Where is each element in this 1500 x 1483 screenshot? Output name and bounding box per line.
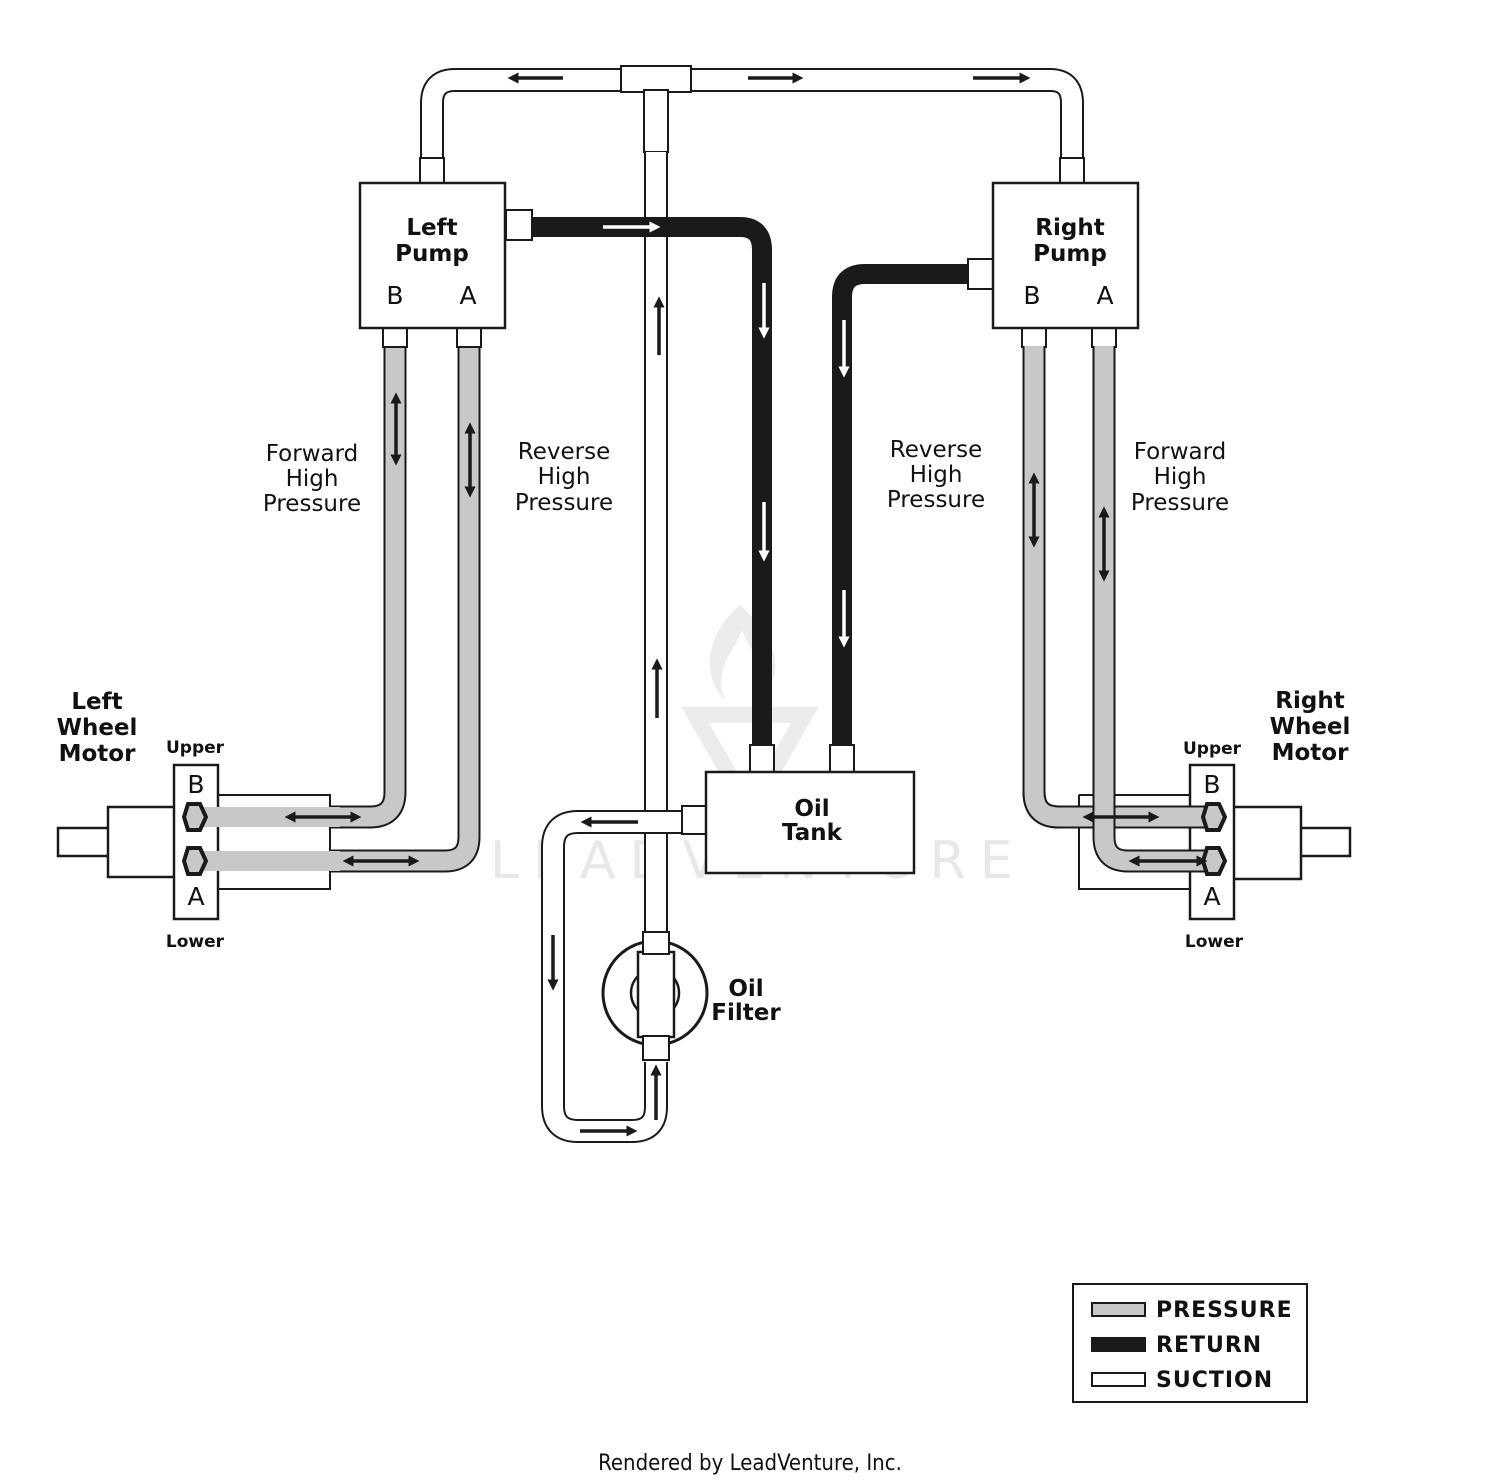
left-motor-upper: Upper	[166, 738, 225, 758]
return-flow-arrows	[603, 221, 850, 648]
right-motor-port-b: B	[1203, 770, 1220, 799]
left-pump-label-2: Pump	[395, 241, 469, 267]
left-forward-label-1: Forward	[266, 441, 359, 467]
right-pump-port-a: A	[1096, 281, 1113, 310]
right-pump: Right Pump B A	[967, 157, 1140, 348]
right-reverse-label-2: High	[910, 462, 963, 488]
legend-swatch-suction	[1091, 1372, 1146, 1387]
left-pump-port-a: A	[459, 281, 476, 310]
oil-tank: Oil Tank	[681, 744, 916, 875]
left-pump-label-1: Left	[406, 215, 457, 241]
legend-swatch-pressure	[1091, 1302, 1146, 1317]
oil-filter-label-1: Oil	[728, 976, 763, 1002]
footer-credit: Rendered by LeadVenture, Inc.	[598, 1451, 902, 1476]
return-lines	[530, 217, 970, 748]
right-reverse-label-1: Reverse	[890, 437, 982, 463]
pressure-lines	[196, 346, 1213, 873]
left-wheel-motor: B A Upper Lower Left Wheel Motor	[57, 689, 340, 952]
left-motor-port-a: A	[187, 882, 204, 911]
right-forward-label-3: Pressure	[1131, 490, 1229, 516]
right-motor-upper: Upper	[1183, 739, 1242, 759]
right-reverse-label-3: Pressure	[887, 487, 985, 513]
oil-tank-label-1: Oil	[794, 796, 829, 822]
right-motor-label-2: Wheel	[1270, 714, 1351, 740]
legend: PRESSURE RETURN SUCTION	[1072, 1283, 1308, 1403]
right-pump-port-b: B	[1023, 281, 1040, 310]
legend-label-suction: SUCTION	[1156, 1368, 1273, 1393]
legend-swatch-return	[1091, 1337, 1146, 1352]
left-forward-label-2: High	[286, 466, 339, 492]
left-pump: Left Pump B A	[358, 157, 533, 348]
right-forward-label-2: High	[1154, 464, 1207, 490]
left-forward-label-3: Pressure	[263, 491, 361, 517]
left-pump-port-b: B	[386, 281, 403, 310]
right-motor-lower: Lower	[1185, 932, 1244, 952]
left-reverse-label-1: Reverse	[518, 439, 610, 465]
left-reverse-label-3: Pressure	[515, 490, 613, 516]
right-pump-label-2: Pump	[1033, 241, 1107, 267]
right-pump-label-1: Right	[1035, 215, 1104, 241]
legend-label-pressure: PRESSURE	[1156, 1298, 1293, 1323]
left-motor-label-1: Left	[71, 689, 122, 715]
right-forward-label-1: Forward	[1134, 439, 1227, 465]
left-motor-lower: Lower	[166, 932, 225, 952]
oil-tank-label-2: Tank	[782, 820, 843, 846]
left-motor-label-2: Wheel	[57, 715, 138, 741]
suction-lines	[420, 65, 1084, 1143]
flow-arrows	[284, 72, 1208, 1137]
oil-filter: Oil Filter	[601, 931, 781, 1061]
right-motor-port-a: A	[1203, 882, 1220, 911]
legend-label-return: RETURN	[1156, 1333, 1262, 1358]
right-wheel-motor: B A Upper Lower Right Wheel Motor	[1022, 346, 1352, 952]
oil-filter-label-2: Filter	[711, 1000, 781, 1026]
right-motor-label-1: Right	[1275, 688, 1344, 714]
right-motor-label-3: Motor	[1272, 740, 1349, 766]
left-reverse-label-2: High	[538, 464, 591, 490]
left-motor-label-3: Motor	[59, 741, 136, 767]
pipe-labels: Forward High Pressure Reverse High Press…	[263, 437, 1229, 517]
left-motor-port-b: B	[187, 770, 204, 799]
